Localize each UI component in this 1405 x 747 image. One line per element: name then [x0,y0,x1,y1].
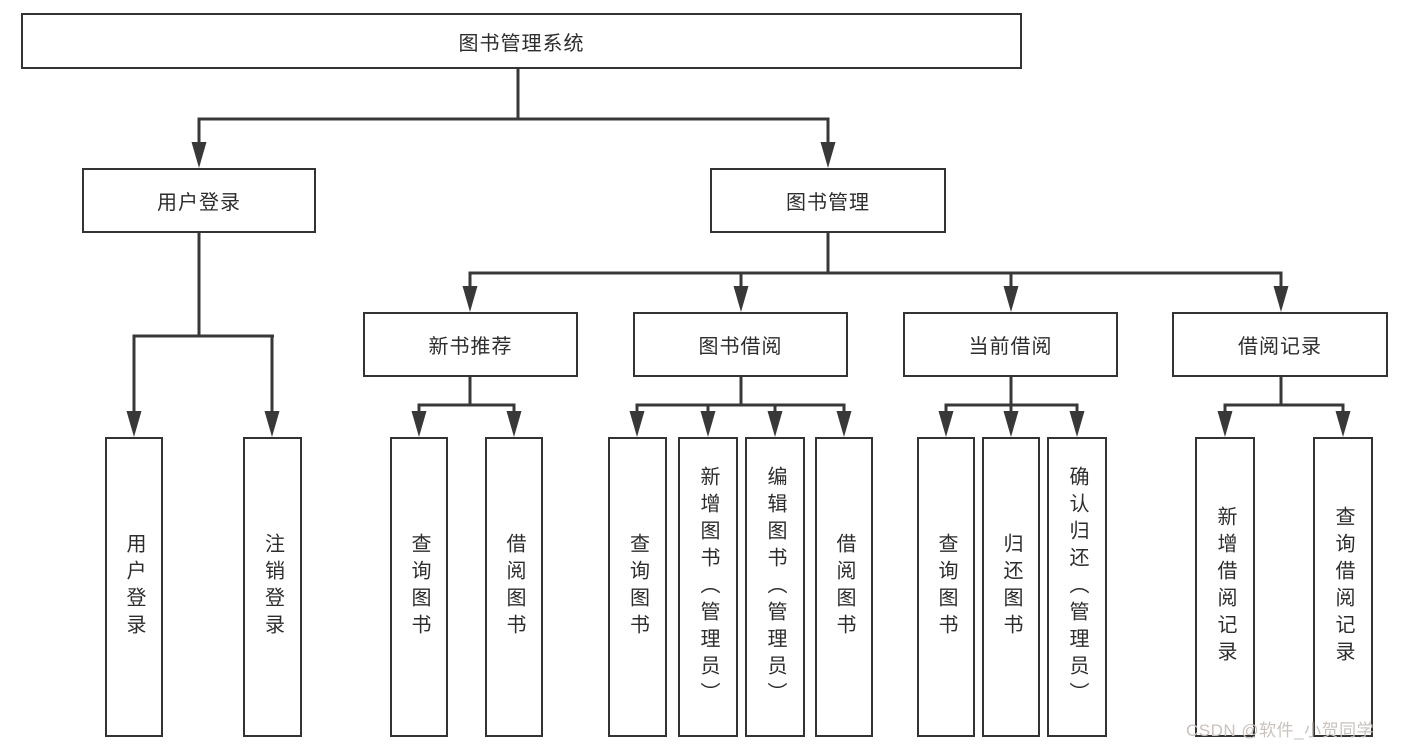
leaf-record-add-label: 新增借阅记录 [1214,506,1236,668]
leaf-newbooks-query-label: 查询图书 [408,533,430,641]
leaf-borrow-query: 查询图书 [608,437,667,737]
leaf-newbooks-borrow-label: 借阅图书 [503,533,525,641]
leaf-current-return-label: 归还图书 [1000,533,1022,641]
leaf-current-return: 归还图书 [982,437,1040,737]
node-root-label: 图书管理系统 [458,32,585,55]
leaf-record-add: 新增借阅记录 [1195,437,1255,737]
leaf-record-query: 查询借阅记录 [1313,437,1373,737]
node-book-management-label: 图书管理 [786,192,870,214]
leaf-borrow-add: 新增图书（管理员） [678,437,738,737]
leaf-newbooks-borrow: 借阅图书 [485,437,543,737]
node-new-book-recommend-label: 新书推荐 [428,336,513,358]
leaf-record-query-label: 查询借阅记录 [1332,506,1354,668]
leaf-current-query-label: 查询图书 [935,533,957,641]
leaf-borrow-query-label: 查询图书 [626,533,649,641]
leaf-current-query: 查询图书 [917,437,975,737]
node-book-borrow: 图书借阅 [633,312,848,377]
node-current-borrow: 当前借阅 [903,312,1118,377]
node-book-management: 图书管理 [710,168,946,233]
leaf-borrow-borrow-label: 借阅图书 [833,533,855,641]
leaf-current-confirm-return-label: 确认归还（管理员） [1066,465,1088,709]
watermark: CSDN @软件_小贺同学 [1186,721,1375,740]
node-user-login-label: 用户登录 [157,192,241,214]
leaf-borrow-edit-label: 编辑图书（管理员） [764,465,786,709]
leaf-borrow-borrow: 借阅图书 [815,437,873,737]
node-user-login: 用户登录 [82,168,316,233]
leaf-borrow-add-label: 新增图书（管理员） [697,465,719,709]
node-book-borrow-label: 图书借阅 [698,336,783,358]
leaf-user-login-label: 用户登录 [123,533,145,641]
node-borrow-record-label: 借阅记录 [1238,336,1322,358]
leaf-user-login: 用户登录 [105,437,163,737]
arrowheads [126,142,1351,437]
leaf-newbooks-query: 查询图书 [390,437,448,737]
node-root: 图书管理系统 [21,13,1022,69]
leaf-logout-label: 注销登录 [261,533,284,641]
leaf-borrow-edit: 编辑图书（管理员） [745,437,805,737]
node-borrow-record: 借阅记录 [1172,312,1388,377]
node-current-borrow-label: 当前借阅 [968,336,1053,358]
leaf-logout: 注销登录 [243,437,302,737]
node-new-book-recommend: 新书推荐 [363,312,578,377]
leaf-current-confirm-return: 确认归还（管理员） [1047,437,1107,737]
